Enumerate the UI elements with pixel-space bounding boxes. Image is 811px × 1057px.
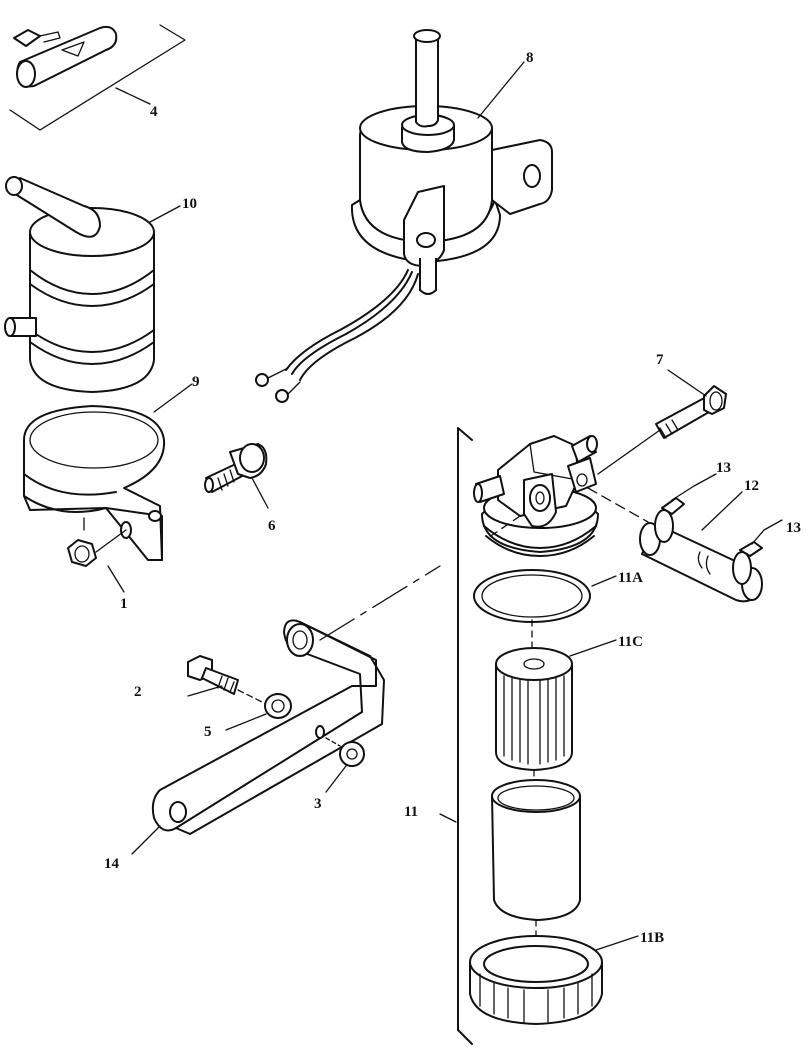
label-part-13-left: 13	[716, 460, 731, 476]
part-3-washer	[325, 737, 365, 767]
label-part-11: 11	[404, 804, 418, 820]
part-11-group-bracket	[457, 427, 473, 1045]
label-part-10: 10	[182, 196, 197, 212]
part-1-nut	[67, 529, 127, 567]
label-part-6: 6	[268, 518, 276, 534]
part-8-fuel-pump	[255, 29, 553, 403]
label-part-12: 12	[744, 478, 759, 494]
part-4-terminal-kit	[9, 24, 186, 131]
label-part-4: 4	[150, 104, 158, 120]
label-part-14: 14	[104, 856, 120, 872]
part-6-bolt	[204, 443, 268, 493]
label-part-13-right: 13	[786, 520, 801, 536]
leader-lines	[107, 61, 783, 951]
part-10-fuel-filter	[4, 176, 155, 393]
part-11-filter-bowl	[491, 779, 581, 949]
part-13-hose-clamp-left	[654, 485, 695, 543]
part-9-filter-clamp	[23, 405, 166, 561]
label-part-8: 8	[526, 50, 534, 66]
label-part-7: 7	[656, 352, 664, 368]
part-13-hose-clamp-right	[732, 529, 765, 585]
label-part-1: 1	[120, 596, 128, 612]
part-7-long-bolt	[597, 385, 727, 475]
part-5-washer	[264, 693, 292, 719]
label-part-3: 3	[314, 796, 322, 812]
label-part-9: 9	[192, 374, 200, 390]
part-11a-o-ring	[473, 569, 591, 653]
label-part-2: 2	[134, 684, 142, 700]
part-14-mounting-bracket	[151, 565, 441, 835]
part-11-filter-head	[473, 435, 599, 557]
callout-labels: 4 8 10 9 6 1 7 13 12 13 11A 11C 2 5 3 11…	[104, 50, 801, 946]
label-part-11c: 11C	[618, 634, 643, 650]
label-part-11a: 11A	[618, 570, 643, 586]
part-11b-retaining-ring	[469, 935, 603, 1025]
part-11c-filter-element	[495, 647, 573, 801]
label-part-11b: 11B	[640, 930, 664, 946]
label-part-5: 5	[204, 724, 212, 740]
part-2-bolt	[187, 655, 267, 705]
